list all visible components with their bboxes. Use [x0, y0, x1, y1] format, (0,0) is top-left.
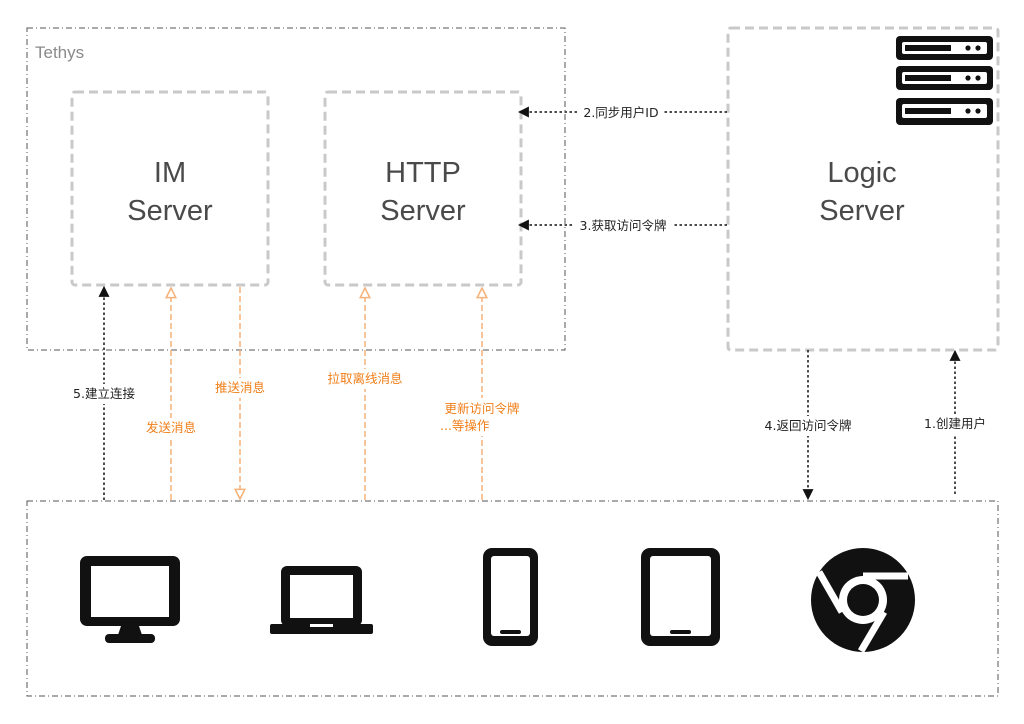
laptop-icon — [270, 566, 373, 634]
edge-push-message-label: 推送消息 — [215, 380, 265, 395]
logic-server-box — [726, 26, 1000, 352]
http-server-title-line1: HTTP — [385, 157, 461, 189]
logic-server-title-line2: Server — [819, 195, 905, 227]
im-server-title-line1: IM — [154, 157, 186, 189]
desktop-monitor-icon — [80, 556, 180, 643]
tethys-label: Tethys — [35, 43, 84, 62]
edge-pull-offline-label: 拉取离线消息 — [327, 371, 402, 386]
edge-sync-user-id-label: 2.同步用户ID — [583, 105, 658, 120]
im-server-box — [70, 90, 270, 287]
chrome-browser-icon — [811, 548, 915, 653]
clients-group-box — [26, 500, 999, 697]
edge-send-message-label: 发送消息 — [146, 420, 196, 435]
edge-return-token-label: 4.返回访问令牌 — [765, 418, 852, 433]
edge-get-token-label: 3.获取访问令牌 — [580, 218, 667, 233]
server-rack-icon — [896, 36, 993, 125]
edge-update-token-label-line2: ...等操作 — [440, 418, 490, 433]
logic-server-title-line1: Logic — [827, 157, 896, 189]
tablet-icon — [641, 548, 720, 646]
im-server-title-line2: Server — [127, 195, 213, 227]
http-server-title-line2: Server — [380, 195, 466, 227]
tethys-group-box — [26, 27, 566, 351]
http-server-box — [323, 90, 523, 287]
edge-connect-label: 5.建立连接 — [73, 386, 135, 401]
phone-icon — [483, 548, 538, 646]
edge-update-token-label-line1: 更新访问令牌 — [444, 401, 519, 416]
edge-create-user-label: 1.创建用户 — [924, 416, 986, 431]
